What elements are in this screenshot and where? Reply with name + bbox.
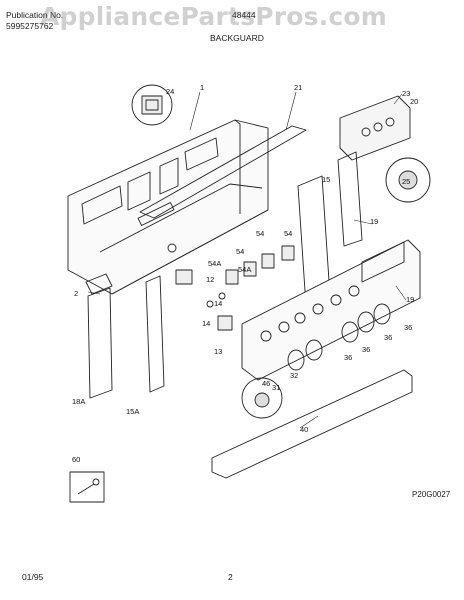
callout-54: 54 [284,229,292,238]
callout-20: 20 [410,97,418,106]
screw-detail-60 [69,471,105,503]
publication-label: Publication No. [6,10,64,20]
timer-module [339,95,411,161]
callout-36: 36 [344,353,352,362]
callout-12: 12 [206,275,214,284]
callout-54: 54 [236,247,244,256]
switch-24 [131,84,173,126]
callout-25: 25 [402,177,410,186]
callout-54A: 54A [238,265,251,274]
callout-21: 21 [294,83,302,92]
rear-panel [67,119,269,295]
callout-23: 23 [402,89,410,98]
callout-54: 54 [256,229,264,238]
diagram-code: P20G0027 [412,490,451,499]
model-number: 48444 [232,10,256,20]
knob-detail-46 [241,377,283,419]
callout-36: 36 [404,323,412,332]
callout-36: 36 [384,333,392,342]
callout-labels: 12121314141515A18A1919212320242531323636… [72,83,418,464]
footer-date: 01/95 [22,572,44,582]
clip-2 [85,273,113,295]
publication-number: 5995275762 [6,21,54,31]
callout-19: 19 [370,217,378,226]
callout-13: 13 [214,347,222,356]
footer-page: 2 [228,572,233,582]
callout-32: 32 [290,371,298,380]
callout-31: 31 [272,383,280,392]
callout-60: 60 [72,455,80,464]
end-cap-right [337,151,363,247]
callout-36: 36 [362,345,370,354]
lower-trim [211,369,413,479]
control-panel [241,239,421,381]
knob-detail-25 [385,157,431,203]
watermark: AppliancePartsPros.com [40,2,388,31]
leader-lines [87,91,407,429]
callout-2: 2 [74,289,78,298]
top-trim-strip [139,125,307,219]
end-cap-left [87,287,113,399]
side-bracket-left [145,275,165,393]
callout-18A: 18A [72,397,85,406]
section-title: BACKGUARD [210,33,264,43]
callout-14: 14 [202,319,210,328]
callout-54A: 54A [208,259,221,268]
callout-15: 15 [322,175,330,184]
callout-14: 14 [214,299,222,308]
callout-19: 19 [406,295,414,304]
switch-blocks [175,245,295,331]
control-knobs [287,303,391,371]
callout-1: 1 [200,83,204,92]
callout-15A: 15A [126,407,139,416]
callout-40: 40 [300,425,308,434]
callout-24: 24 [166,87,174,96]
callout-46: 46 [262,379,270,388]
